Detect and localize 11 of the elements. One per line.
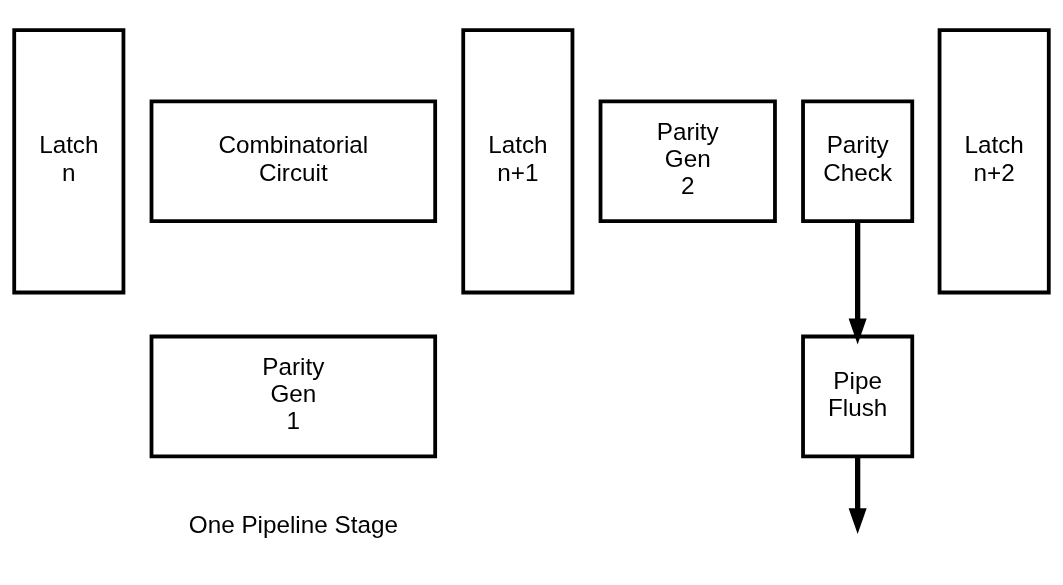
node-box: Parity Gen 2 xyxy=(598,99,777,224)
node-box: Latch n+2 xyxy=(937,28,1051,295)
arrow xyxy=(848,456,867,535)
arrow xyxy=(848,221,867,345)
node-box: Parity Gen 1 xyxy=(149,334,438,459)
node-box: Combinatorial Circuit xyxy=(149,99,438,224)
label: One Pipeline Stage xyxy=(188,511,398,539)
node-box: Pipe Flush xyxy=(801,334,915,459)
node-box: Latch n+1 xyxy=(461,28,575,295)
node-box: Parity Check xyxy=(801,99,915,224)
node-box: Latch n xyxy=(12,28,126,295)
